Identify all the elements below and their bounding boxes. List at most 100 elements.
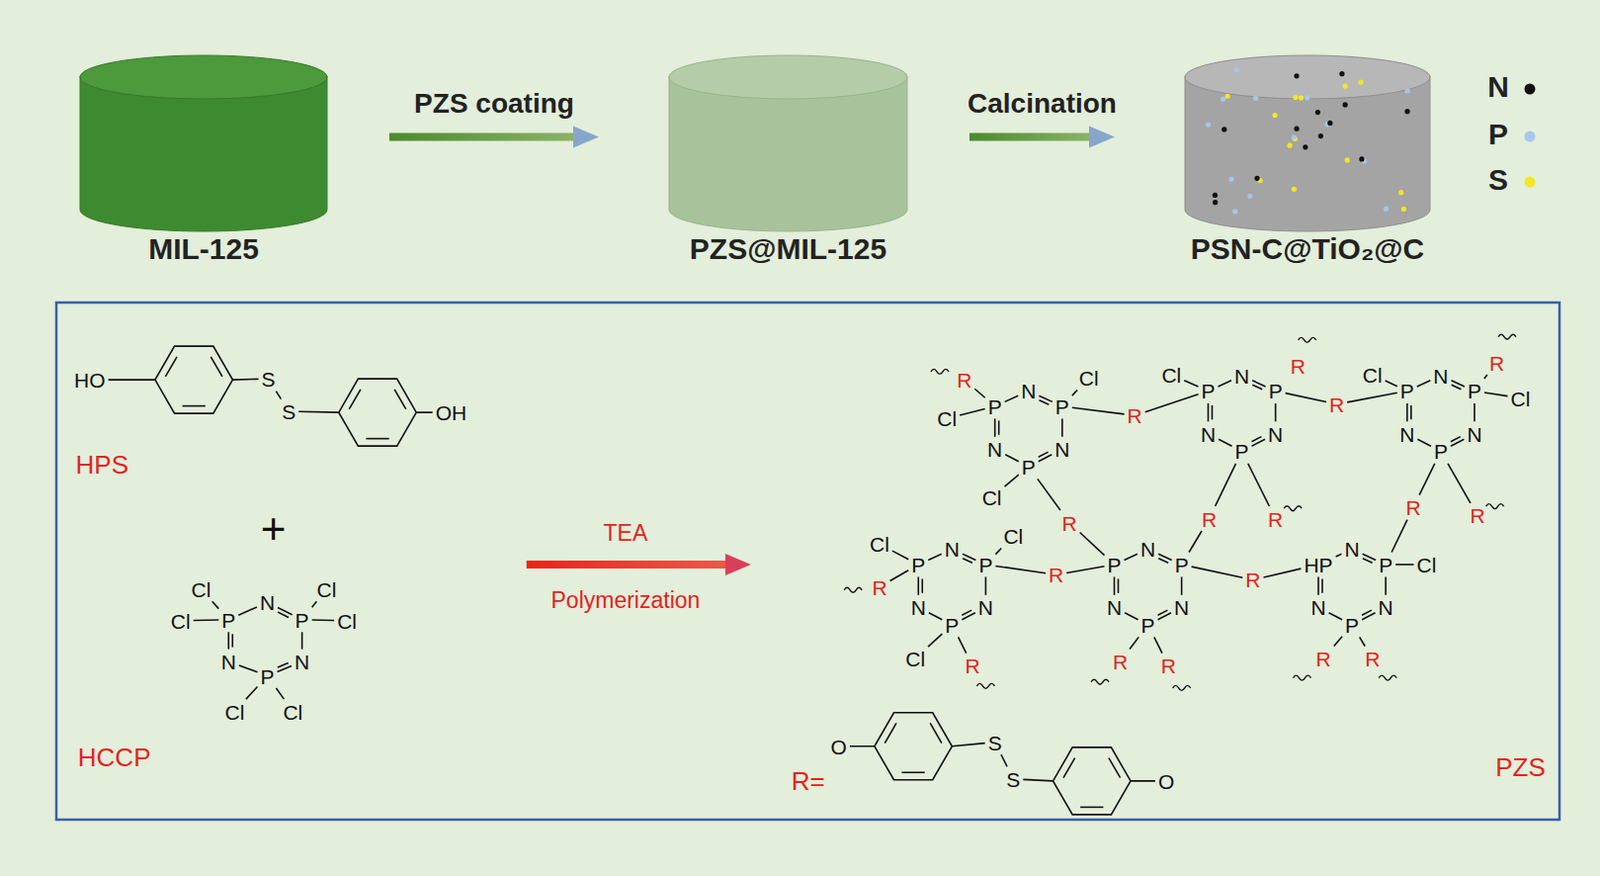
bond-line: [1395, 563, 1414, 566]
bond-line: [995, 565, 1046, 573]
chem-label: N: [1310, 596, 1326, 618]
chem-label: N: [987, 438, 1003, 460]
bond-line: [1061, 418, 1064, 436]
element-dot: [1343, 84, 1348, 89]
chem-label: P: [988, 395, 1003, 417]
cylinder-top: [669, 55, 908, 99]
chem-label: P: [295, 608, 310, 630]
bond-line: [1329, 612, 1343, 620]
process-arrow: [969, 126, 1115, 149]
bond-line: [1274, 403, 1277, 422]
bond-line: [1180, 576, 1183, 594]
chem-label: N: [944, 538, 960, 560]
ring-double-bond: [884, 722, 897, 743]
ring-double-bond: [929, 722, 942, 743]
bond-line: [1334, 636, 1343, 647]
element-dot: [1212, 199, 1218, 205]
bond-line: [1218, 380, 1232, 387]
chem-label: R: [1048, 564, 1064, 586]
chem-label: Cl: [869, 533, 890, 555]
bond-line: [1129, 636, 1139, 649]
bond-line: [1317, 576, 1320, 594]
bond-line: [1191, 566, 1244, 578]
bond-line: [1419, 463, 1435, 496]
chem-label: R: [1061, 511, 1077, 533]
bond-line: [1183, 380, 1198, 387]
chem-label: P: [221, 608, 236, 630]
ring-double-bond: [1063, 757, 1076, 778]
chem-label: Cl: [170, 609, 191, 631]
ring-double-bond: [210, 356, 223, 377]
bond-line: [277, 611, 289, 617]
chem-label: P: [1400, 380, 1415, 402]
bond-line: [1145, 394, 1199, 413]
element-dot: [1327, 120, 1333, 126]
element-dot: [1304, 94, 1310, 100]
bond-line: [1406, 403, 1409, 422]
bond-line: [1248, 463, 1270, 506]
chem-label: S: [261, 368, 276, 390]
chem-label: R: [871, 576, 887, 597]
chem-label: Cl: [1003, 525, 1023, 547]
chem-label: N: [1378, 596, 1394, 618]
element-dot: [1298, 95, 1304, 101]
element-dot: [1247, 193, 1253, 199]
chem-label: Cl: [1161, 363, 1181, 385]
element-dot: [1401, 206, 1407, 212]
element-dot: [1302, 144, 1308, 150]
bond-line: [1450, 436, 1461, 442]
cylinder-node: PSN-C@TiO₂@C: [1178, 54, 1437, 274]
reaction-arrow-shaft: [526, 560, 728, 569]
chem-label: Cl: [905, 647, 926, 669]
chem-label: R: [1112, 651, 1128, 673]
bond-line: [1001, 754, 1008, 766]
chem-label: N: [259, 591, 275, 613]
chem-label: P: [1107, 553, 1122, 575]
cylinder-body: [1184, 76, 1431, 232]
chem-label: HPS: [76, 451, 129, 478]
ring-double-bond: [165, 356, 177, 377]
chem-label: N: [1106, 596, 1122, 618]
bond-line: [1384, 576, 1387, 594]
bond-line: [1336, 553, 1343, 557]
chem-label: O: [1158, 769, 1175, 791]
bond-line: [974, 388, 985, 398]
bond-line: [1484, 374, 1488, 379]
wavy-end: [1298, 336, 1317, 342]
element-dot: [1271, 112, 1277, 118]
chem-label: P: [1268, 380, 1283, 402]
bond-line: [1362, 558, 1373, 563]
element-dot: [1293, 73, 1299, 79]
chem-label: P: [1141, 613, 1156, 635]
element-dot: [1315, 109, 1321, 115]
bond-line: [985, 576, 988, 594]
chem-label: Cl: [1362, 363, 1383, 385]
cylinder-shape: [1183, 54, 1432, 236]
wavy-end: [1283, 505, 1302, 511]
bond-line: [1484, 392, 1509, 397]
legend-text: N: [1487, 72, 1510, 102]
bond-line: [1218, 438, 1232, 446]
legend-swatch: [1524, 84, 1536, 95]
element-dot: [1398, 189, 1404, 195]
element-dot: [1205, 121, 1211, 127]
chem-label: R: [1161, 655, 1177, 676]
chem-label: N: [1432, 364, 1448, 386]
chem-label: P: [1200, 380, 1215, 402]
bond-line: [1072, 390, 1078, 397]
chem-label: HO: [74, 369, 106, 391]
element-dot: [1228, 176, 1234, 182]
chem-label: P: [1235, 440, 1250, 462]
edge-label: PZS coating: [414, 89, 575, 118]
bond-line: [275, 391, 281, 400]
element-dot: [1221, 126, 1227, 132]
chem-label: P: [978, 553, 993, 575]
bond-line: [1117, 578, 1120, 592]
element-dot: [1292, 94, 1298, 100]
chem-label: Cl: [336, 609, 357, 631]
benzene-ring: [155, 345, 233, 414]
reaction-arrow-head: [725, 553, 752, 576]
bond-line: [1124, 612, 1138, 620]
ring-double-bond: [1080, 806, 1103, 809]
